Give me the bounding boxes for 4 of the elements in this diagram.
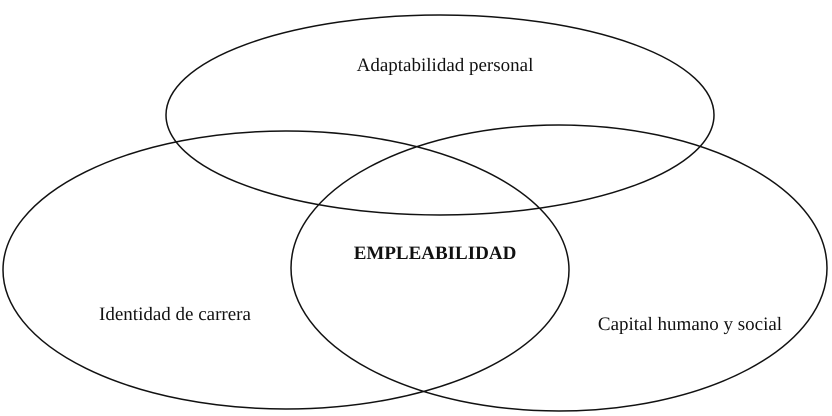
set-label: Adaptabilidad personal <box>356 55 534 77</box>
intersection-label: EMPLEABILIDAD <box>354 243 516 265</box>
set-label: Identidad de carrera <box>99 304 251 326</box>
set-label: Capital humano y social <box>598 314 782 336</box>
